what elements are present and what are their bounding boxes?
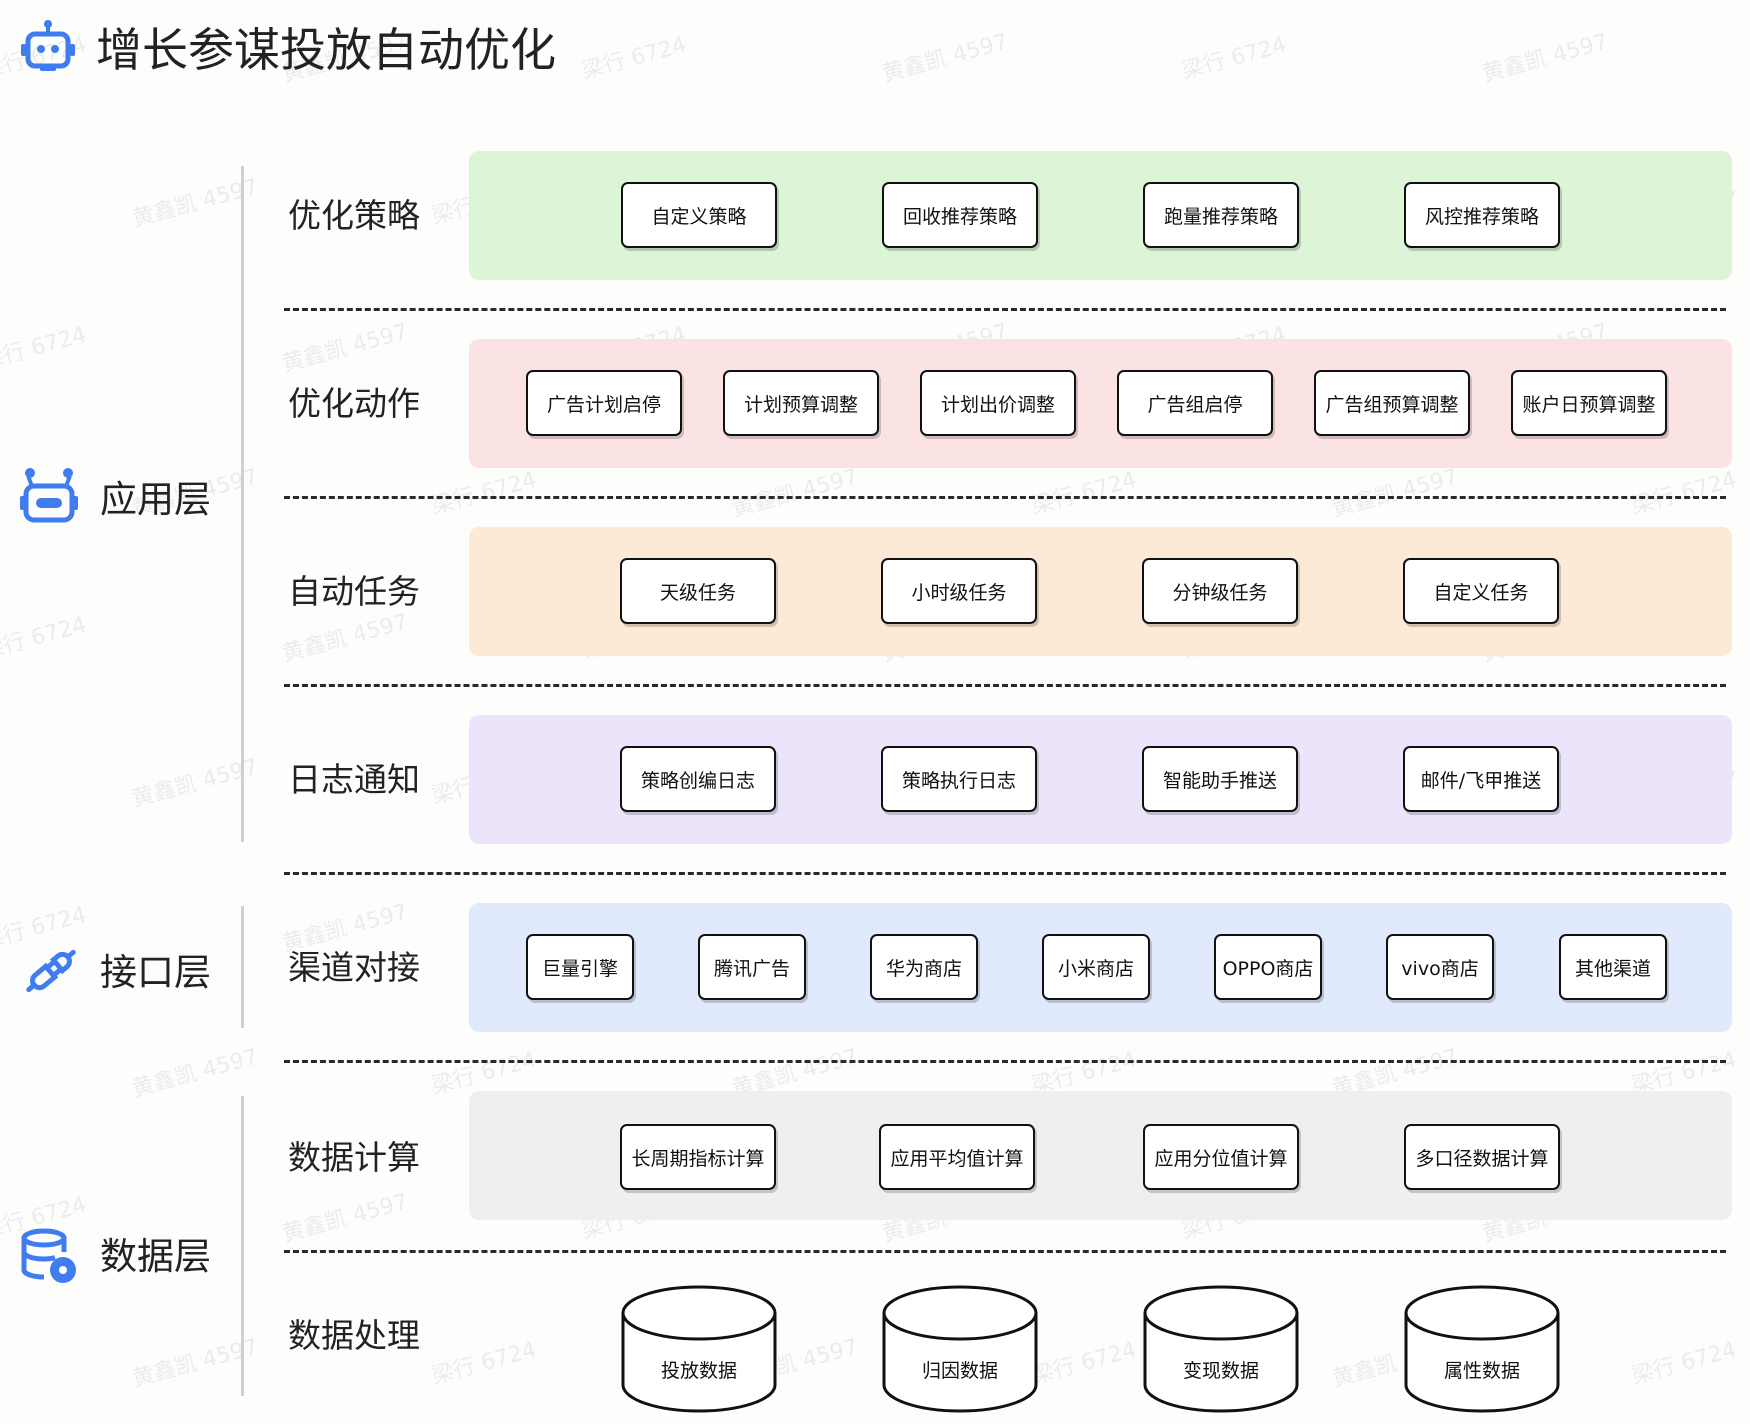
database-cylinder: 变现数据 [1142, 1283, 1300, 1413]
node-log: 策略创编日志 [620, 746, 776, 812]
robot-icon [18, 466, 80, 528]
database-cylinder: 归因数据 [881, 1283, 1039, 1413]
node-task: 自定义任务 [1403, 558, 1559, 624]
robot-icon [18, 18, 78, 78]
layer-label-interface: 接口层 [100, 951, 211, 994]
page-title: 增长参谋投放自动优化 [96, 23, 556, 77]
node-log: 智能助手推送 [1142, 746, 1298, 812]
watermark-text: 黄鑫凯 4597 [129, 1044, 261, 1103]
separator [284, 1250, 1726, 1253]
node-action: 计划预算调整 [723, 370, 879, 436]
node-channel: 小米商店 [1042, 934, 1150, 1000]
database-cylinder: 属性数据 [1403, 1283, 1561, 1413]
row-title-channel: 渠道对接 [288, 948, 420, 987]
separator [284, 684, 1726, 687]
node-channel: 巨量引擎 [526, 934, 634, 1000]
plug-icon [20, 940, 82, 1002]
watermark-text: 梁行 6724 [1029, 1337, 1140, 1390]
database-label: 属性数据 [1443, 1360, 1520, 1382]
node-log: 邮件/飞甲推送 [1403, 746, 1559, 812]
node-strategy: 回收推荐策略 [882, 182, 1038, 248]
node-channel: OPPO商店 [1214, 934, 1322, 1000]
watermark-text: 梁行 6724 [1029, 467, 1140, 520]
node-compute: 应用分位值计算 [1143, 1124, 1299, 1190]
node-task: 分钟级任务 [1142, 558, 1298, 624]
row-title-log: 日志通知 [288, 760, 420, 799]
node-log: 策略执行日志 [881, 746, 1037, 812]
watermark-text: 梁行 6724 [429, 467, 540, 520]
watermark-text: 梁行 6724 [579, 32, 690, 85]
layer-divider-data [241, 1096, 244, 1396]
watermark-text: 黄鑫凯 4597 [279, 319, 411, 378]
node-action: 广告计划启停 [526, 370, 682, 436]
watermark-text: 梁行 6724 [0, 322, 90, 375]
database-label: 归因数据 [921, 1360, 998, 1382]
watermark-text: 黄鑫凯 4597 [1329, 464, 1461, 523]
database-label: 投放数据 [660, 1360, 737, 1382]
layer-label-app: 应用层 [100, 478, 211, 521]
node-channel: 其他渠道 [1559, 934, 1667, 1000]
watermark-text: 黄鑫凯 4597 [279, 609, 411, 668]
watermark-text: 梁行 6724 [0, 612, 90, 665]
watermark-text: 黄鑫凯 4597 [729, 464, 861, 523]
node-action: 广告组启停 [1117, 370, 1273, 436]
watermark-text: 黄鑫凯 4597 [1479, 29, 1611, 88]
database-cylinder: 投放数据 [620, 1283, 778, 1413]
database-icon [18, 1226, 80, 1288]
watermark-text: 梁行 6724 [429, 1337, 540, 1390]
node-channel: 华为商店 [870, 934, 978, 1000]
node-action: 计划出价调整 [920, 370, 1076, 436]
watermark-text: 梁行 6724 [1629, 1337, 1740, 1390]
node-strategy: 跑量推荐策略 [1143, 182, 1299, 248]
database-label: 变现数据 [1182, 1360, 1259, 1382]
separator [284, 872, 1726, 875]
node-action: 账户日预算调整 [1511, 370, 1667, 436]
node-task: 小时级任务 [881, 558, 1037, 624]
row-title-processing: 数据处理 [288, 1316, 420, 1355]
separator [284, 496, 1726, 499]
row-title-task: 自动任务 [288, 572, 420, 611]
watermark-text: 梁行 6724 [1629, 467, 1740, 520]
watermark-text: 梁行 6724 [1179, 32, 1290, 85]
separator [284, 1060, 1726, 1063]
node-compute: 长周期指标计算 [620, 1124, 776, 1190]
node-strategy: 风控推荐策略 [1404, 182, 1560, 248]
node-channel: 腾讯广告 [698, 934, 806, 1000]
watermark-text: 黄鑫凯 4597 [279, 1189, 411, 1248]
row-title-action: 优化动作 [288, 384, 420, 423]
layer-label-data: 数据层 [100, 1235, 211, 1278]
row-title-compute: 数据计算 [288, 1138, 420, 1177]
node-compute: 多口径数据计算 [1404, 1124, 1560, 1190]
node-task: 天级任务 [620, 558, 776, 624]
separator [284, 308, 1726, 311]
node-action: 广告组预算调整 [1314, 370, 1470, 436]
layer-divider-interface [241, 906, 244, 1028]
node-compute: 应用平均值计算 [879, 1124, 1035, 1190]
layer-divider-app [241, 166, 244, 842]
row-title-strategy: 优化策略 [288, 196, 420, 235]
node-strategy: 自定义策略 [621, 182, 777, 248]
node-channel: vivo商店 [1386, 934, 1494, 1000]
watermark-text: 黄鑫凯 4597 [879, 29, 1011, 88]
